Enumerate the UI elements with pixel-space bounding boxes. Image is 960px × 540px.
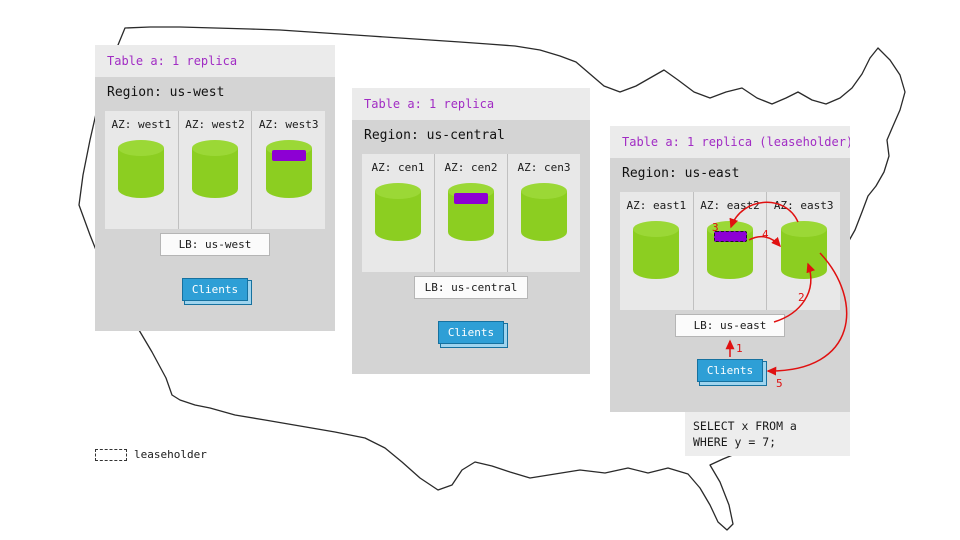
database-cylinder [707,221,753,279]
cylinder-top [521,183,567,199]
region-body: Region: us-west AZ: west1 AZ: west2 AZ: … [95,77,335,331]
sql-query-box: SELECT x FROM a WHERE y = 7; [685,412,850,456]
clients-box-us-central: Clients [438,321,504,344]
az-label: AZ: west3 [258,118,319,131]
database-cylinder [375,183,421,241]
region-body: Region: us-central AZ: cen1 AZ: cen2 AZ:… [352,120,590,374]
az-column-east3: AZ: east3 [767,192,840,310]
az-label: AZ: cen3 [517,161,571,174]
cylinder-top [118,140,165,156]
region-title: Region: us-central [364,128,505,143]
az-label: AZ: cen1 [371,161,425,174]
cylinder-top [780,221,827,237]
leaseholder-legend-swatch [95,448,127,461]
az-label: AZ: west1 [111,118,172,131]
load-balancer-us-central: LB: us-central [413,276,529,299]
cylinder-top [375,183,421,199]
az-column-cen2: AZ: cen2 [435,154,508,272]
az-label: AZ: west2 [185,118,245,131]
region-title: Region: us-west [107,85,225,100]
replica-marker [271,150,306,161]
replica-marker [454,193,488,204]
region-body: Region: us-east AZ: east1 AZ: east2 AZ: … [610,158,850,412]
region-panel-us-west: Table a: 1 replica Region: us-west AZ: w… [95,45,335,331]
az-column-west3: AZ: west3 [252,111,325,229]
az-column-east2: AZ: east2 [694,192,768,310]
az-column-east1: AZ: east1 [620,192,694,310]
database-cylinder [448,183,494,241]
table-replica-header: Table a: 1 replica (leaseholder) [610,126,850,158]
region-title: Region: us-east [622,166,740,181]
az-column-west1: AZ: west1 [105,111,179,229]
clients-box-us-west: Clients [182,278,248,301]
leaseholder-legend-label: leaseholder [134,448,207,461]
database-cylinder [265,140,312,198]
az-group: AZ: west1 AZ: west2 AZ: west3 [105,111,325,229]
leaseholder-legend: leaseholder [95,448,207,461]
az-group: AZ: cen1 AZ: cen2 AZ: cen3 [362,154,580,272]
database-cylinder [780,221,827,279]
table-replica-header: Table a: 1 replica [352,88,590,120]
az-group: AZ: east1 AZ: east2 AZ: east3 [620,192,840,310]
clients-box-us-east: Clients [697,359,763,382]
az-label: AZ: east3 [773,199,834,212]
table-label: Table a: 1 replica [364,97,495,111]
region-panel-us-east: Table a: 1 replica (leaseholder) Region:… [610,126,850,412]
az-column-west2: AZ: west2 [179,111,253,229]
load-balancer-us-east: LB: us-east [675,314,785,337]
az-column-cen3: AZ: cen3 [508,154,580,272]
cylinder-top [192,140,238,156]
az-label: AZ: east2 [700,199,760,212]
region-panel-us-central: Table a: 1 replica Region: us-central AZ… [352,88,590,374]
az-label: AZ: east1 [626,199,687,212]
load-balancer-us-west: LB: us-west [160,233,270,256]
sql-query-line2: WHERE y = 7; [693,435,777,449]
table-label: Table a: 1 replica [107,54,238,68]
database-cylinder [521,183,567,241]
database-cylinder [633,221,680,279]
database-cylinder [118,140,165,198]
table-replica-header: Table a: 1 replica [95,45,335,77]
az-column-cen1: AZ: cen1 [362,154,435,272]
table-label: Table a: 1 replica (leaseholder) [622,135,850,149]
database-cylinder [192,140,238,198]
az-label: AZ: cen2 [444,161,498,174]
leaseholder-replica-marker [714,231,747,242]
cylinder-top [633,221,680,237]
sql-query-line1: SELECT x FROM a [693,419,797,433]
